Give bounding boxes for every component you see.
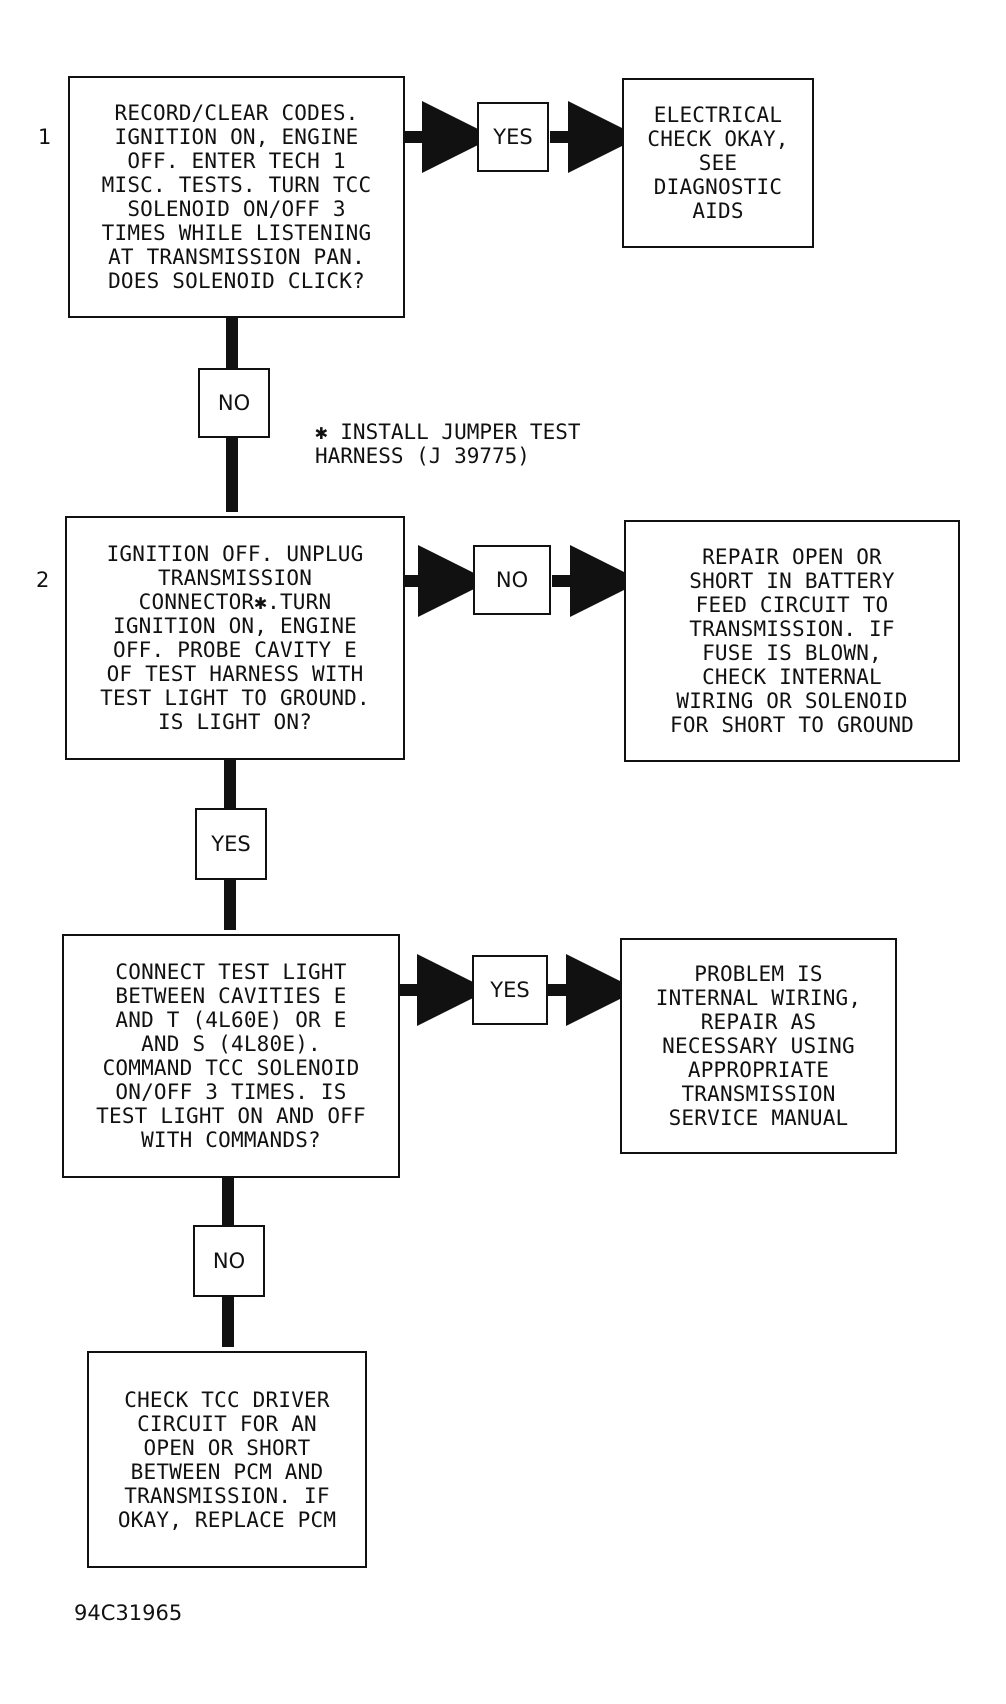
result-1-text: ELECTRICAL CHECK OKAY, SEE DIAGNOSTIC AI… bbox=[647, 103, 789, 223]
figure-id: 94C31965 bbox=[74, 1601, 183, 1625]
step2-no-label: NO bbox=[473, 545, 551, 615]
step-3-box: CONNECT TEST LIGHT BETWEEN CAVITIES E AN… bbox=[62, 934, 400, 1178]
result-2-text: REPAIR OPEN OR SHORT IN BATTERY FEED CIR… bbox=[669, 545, 915, 737]
result-electrical-okay-box: ELECTRICAL CHECK OKAY, SEE DIAGNOSTIC AI… bbox=[622, 78, 814, 248]
step3-no-label: NO bbox=[193, 1225, 265, 1297]
jumper-harness-note: ✱ INSTALL JUMPER TEST HARNESS (J 39775) bbox=[315, 420, 581, 468]
step-2-box: IGNITION OFF. UNPLUG TRANSMISSION CONNEC… bbox=[65, 516, 405, 760]
result-3-text: PROBLEM IS INTERNAL WIRING, REPAIR AS NE… bbox=[655, 962, 862, 1130]
step3-yes-label: YES bbox=[472, 955, 548, 1025]
step1-yes-label: YES bbox=[477, 102, 549, 172]
step-1-box: RECORD/CLEAR CODES. IGNITION ON, ENGINE … bbox=[68, 76, 405, 318]
step-1-text: RECORD/CLEAR CODES. IGNITION ON, ENGINE … bbox=[101, 101, 372, 293]
step-1-number: 1 bbox=[38, 125, 52, 149]
step-2-number: 2 bbox=[36, 568, 50, 592]
result-check-driver-circuit-box: CHECK TCC DRIVER CIRCUIT FOR AN OPEN OR … bbox=[87, 1351, 367, 1568]
result-4-text: CHECK TCC DRIVER CIRCUIT FOR AN OPEN OR … bbox=[117, 1387, 337, 1532]
step1-no-label: NO bbox=[198, 368, 270, 438]
result-repair-battery-feed-box: REPAIR OPEN OR SHORT IN BATTERY FEED CIR… bbox=[624, 520, 960, 762]
step2-yes-label: YES bbox=[195, 808, 267, 880]
step-2-text: IGNITION OFF. UNPLUG TRANSMISSION CONNEC… bbox=[100, 542, 370, 734]
step-3-text: CONNECT TEST LIGHT BETWEEN CAVITIES E AN… bbox=[96, 960, 366, 1152]
result-internal-wiring-box: PROBLEM IS INTERNAL WIRING, REPAIR AS NE… bbox=[620, 938, 897, 1154]
